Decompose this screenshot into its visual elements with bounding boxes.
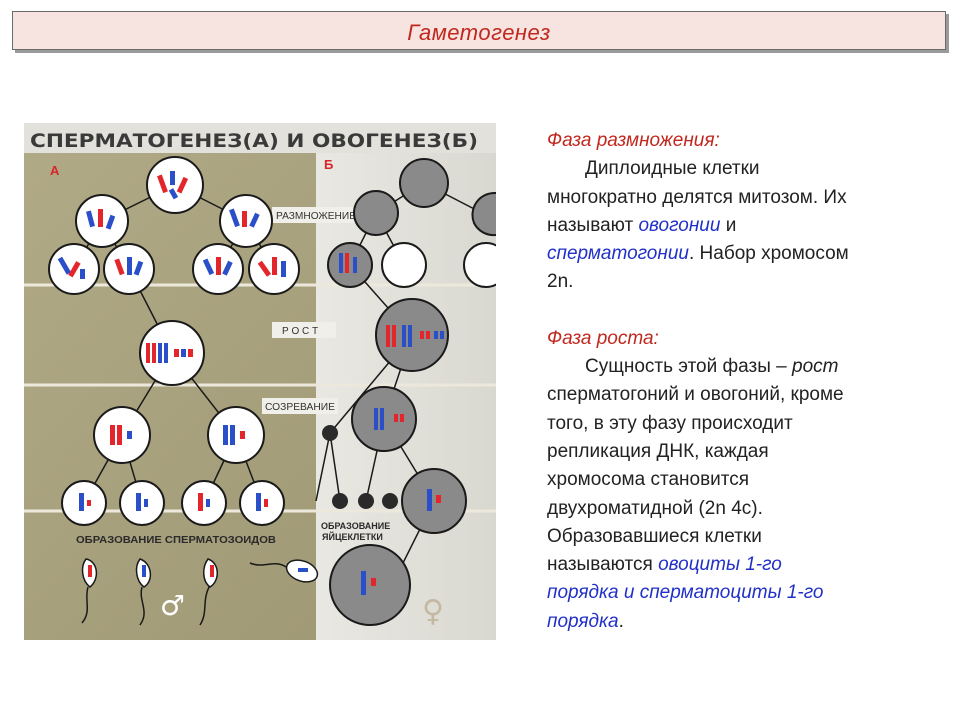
spermatogonium-cell (248, 243, 300, 295)
spermatid-cell (119, 480, 165, 526)
term-oogonia: овогонии (638, 214, 721, 236)
polar-body (332, 493, 348, 509)
sperm-formation-label: ОБРАЗОВАНИЕ СПЕРМАТОЗОИДОВ (76, 535, 276, 546)
primary-oocyte-cell (375, 298, 449, 372)
gametogenesis-figure: СПЕРМАТОГЕНЕЗ(А) И ОВОГЕНЕЗ(Б) А Б РАЗМН… (24, 123, 496, 640)
spermatid-cell (61, 480, 107, 526)
paragraph-line: Образовавшиеся клетки (547, 525, 762, 547)
stage-growth-label: Р О С Т (282, 326, 318, 337)
term-spermatocytes: порядка и сперматоциты 1-го (547, 582, 824, 604)
paragraph-line: двухроматидной (2n 4c). (547, 497, 763, 519)
oogonium-cell (399, 158, 449, 208)
spermatogonium-cell (192, 243, 244, 295)
slide-title: Гаметогенез (407, 20, 551, 45)
secondary-spermatocyte-cell (207, 406, 265, 464)
egg-cell (329, 544, 411, 626)
secondary-spermatocyte-cell (93, 406, 151, 464)
egg-formation-label: ОБРАЗОВАНИЕ (321, 521, 390, 531)
paragraph-line: хромосома становится (547, 469, 750, 491)
phase-multiplication-heading: Фаза размножения: (547, 130, 720, 151)
paragraph-line: называют овогонии и (547, 214, 737, 236)
term-spermatogonia: сперматогонии (547, 243, 689, 265)
paragraph-line: сперматогоний и овогоний, кроме (547, 384, 844, 406)
oogonium-cell (463, 242, 496, 288)
egg-formation-label: ЯЙЦЕКЛЕТКИ (322, 531, 383, 542)
ootid-cell (401, 468, 467, 534)
figure-header: СПЕРМАТОГЕНЕЗ(А) И ОВОГЕНЕЗ(Б) (30, 130, 478, 152)
female-symbol: ♀ (422, 594, 444, 629)
spermatogonium-cell (146, 156, 204, 214)
slide-title-bar: Гаметогенез (12, 11, 946, 50)
term-growth: рост (792, 356, 839, 378)
stage-label-box (262, 398, 338, 414)
paragraph-line: Диплоидные клетки (585, 158, 760, 180)
oogonium-cell (381, 242, 427, 288)
polar-body (358, 493, 374, 509)
spermatogonium-cell (75, 194, 129, 248)
figure-header-band (24, 123, 496, 153)
paragraph-gap (547, 297, 937, 325)
oogonium-cell (353, 190, 399, 236)
spermatogonium-cell (103, 243, 155, 295)
panel-a-label: А (50, 163, 60, 178)
spermatid-cell (239, 480, 285, 526)
spermatid-cell (181, 480, 227, 526)
stage-multiplication-label: РАЗМНОЖЕНИЕ (276, 211, 356, 222)
polar-body (382, 493, 398, 509)
paragraph-line: того, в эту фазу происходит (547, 412, 793, 434)
paragraph-line: называются овоциты 1-го (547, 554, 782, 576)
term-oocytes: овоциты 1-го (658, 554, 782, 576)
description-text: Фаза размножения: Диплоидные клетки мног… (547, 127, 937, 636)
polar-body (322, 425, 338, 441)
paragraph-line: многократно делятся митозом. Их (547, 186, 847, 208)
spermatozoon-chromosome (298, 568, 308, 572)
stage-label-box (272, 207, 360, 223)
spermatogonium-cell (48, 243, 100, 295)
oogonium-cell (327, 242, 373, 288)
paragraph-line: Сущность этой фазы – рост (585, 356, 839, 378)
spermatozoon-chromosome (142, 565, 146, 577)
phase-growth-heading: Фаза роста: (547, 327, 659, 349)
paragraph-line: порядка. (547, 610, 624, 632)
stage-label-box (272, 322, 336, 338)
paragraph-line: сперматогонии. Набор хромосом (547, 243, 849, 265)
spermatozoon-chromosome (210, 565, 214, 577)
stage-maturation-label: СОЗРЕВАНИЕ (265, 402, 335, 413)
primary-spermatocyte-cell (139, 320, 205, 386)
oogonium-cell (471, 191, 496, 237)
spermatozoon-chromosome (88, 565, 92, 577)
panel-b-label: Б (324, 157, 333, 172)
male-symbol: ♂ (160, 589, 185, 622)
paragraph-line: репликация ДНК, каждая (547, 440, 769, 462)
paragraph-line: 2n. (547, 271, 574, 293)
spermatogonium-cell (219, 194, 273, 248)
secondary-oocyte-cell (351, 386, 417, 452)
